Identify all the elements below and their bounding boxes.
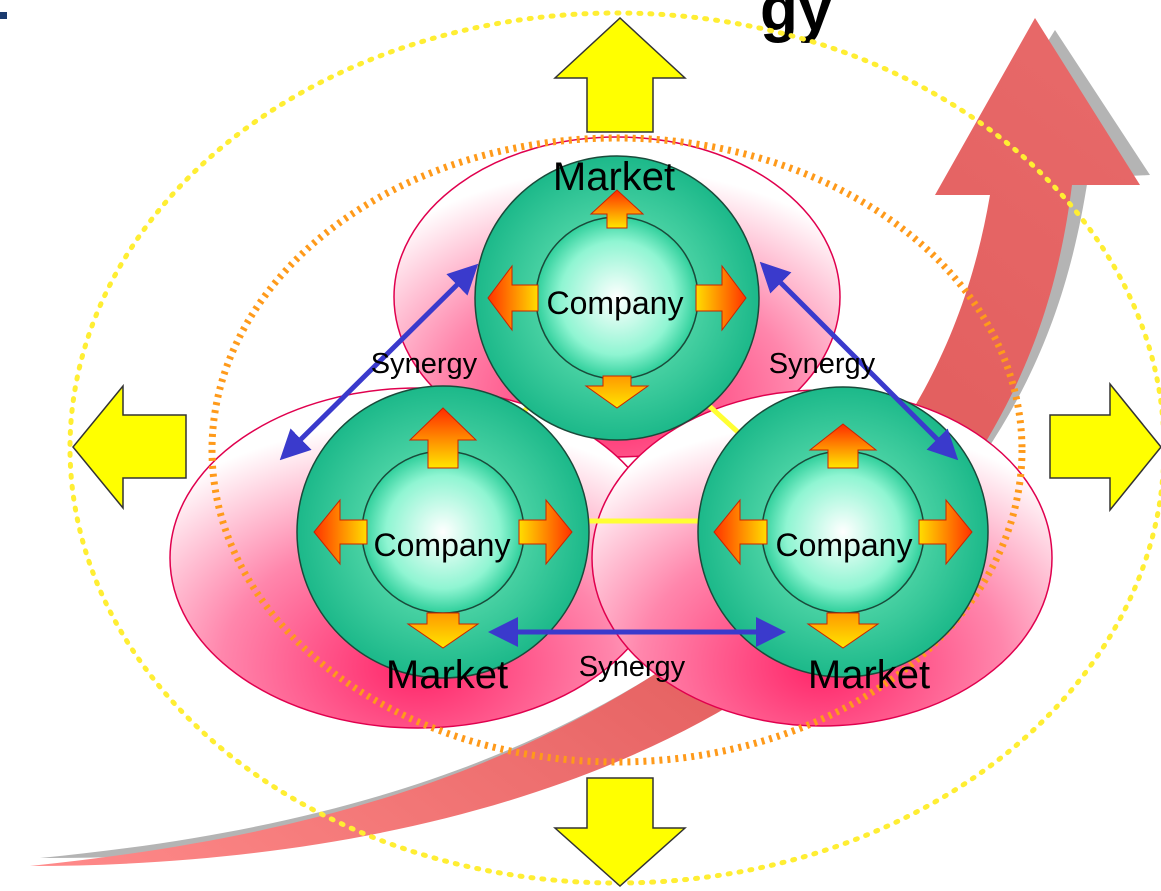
radial-arrow-left-icon [487, 264, 539, 332]
radial-arrow-right-icon [918, 498, 973, 566]
bullet-square [0, 12, 7, 19]
synergy-label-top-right: Synergy [769, 348, 876, 380]
inner-dotted-ring [208, 134, 1026, 766]
expansion-arrow-right-icon [1049, 381, 1161, 513]
company-label-top: Company [547, 285, 684, 321]
title-fragment: gy [760, 0, 833, 44]
market-label-right: Market [808, 653, 930, 697]
radial-arrow-up-icon [589, 189, 645, 229]
expansion-arrow-down-icon [553, 777, 687, 888]
radial-arrow-down-icon [584, 375, 650, 409]
synergy-arrow-top-right [759, 261, 959, 461]
synergy-label-bottom: Synergy [579, 651, 686, 683]
radial-arrow-left-icon [713, 498, 768, 566]
expansion-arrow-left-icon [72, 383, 187, 511]
radial-arrow-right-icon [518, 498, 573, 566]
radial-arrow-left-icon [313, 498, 368, 566]
synergy-arrow-top-left [279, 263, 479, 461]
company-cluster-top [474, 155, 760, 441]
expansion-arrow-up-icon [553, 16, 687, 133]
company-label-right: Company [776, 527, 913, 563]
radial-arrow-down-icon [406, 612, 480, 649]
market-label-top: Market [553, 155, 675, 199]
synergy-label-top-left: Synergy [371, 348, 478, 380]
market-label-left: Market [386, 653, 508, 697]
company-label-left: Company [374, 527, 511, 563]
radial-arrow-down-icon [806, 612, 880, 649]
radial-arrow-right-icon [695, 264, 747, 332]
